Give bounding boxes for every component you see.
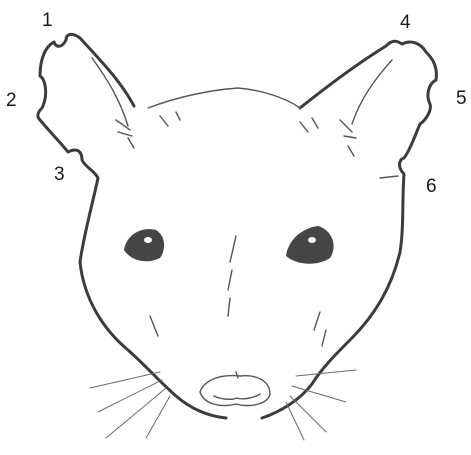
right-whiskers	[286, 370, 356, 440]
fur-strokes	[150, 112, 326, 346]
label-4: 4	[400, 12, 411, 33]
left-inner-ear	[92, 58, 134, 148]
label-5: 5	[456, 88, 467, 109]
left-whiskers	[90, 372, 170, 438]
right-inner-ear	[340, 60, 398, 178]
left-eye	[124, 229, 164, 261]
label-2: 2	[6, 90, 17, 111]
right-eye	[286, 226, 334, 264]
label-1: 1	[42, 10, 53, 31]
label-6: 6	[426, 176, 437, 197]
label-3: 3	[54, 164, 65, 185]
nose	[200, 372, 270, 406]
head-outline	[38, 34, 437, 418]
